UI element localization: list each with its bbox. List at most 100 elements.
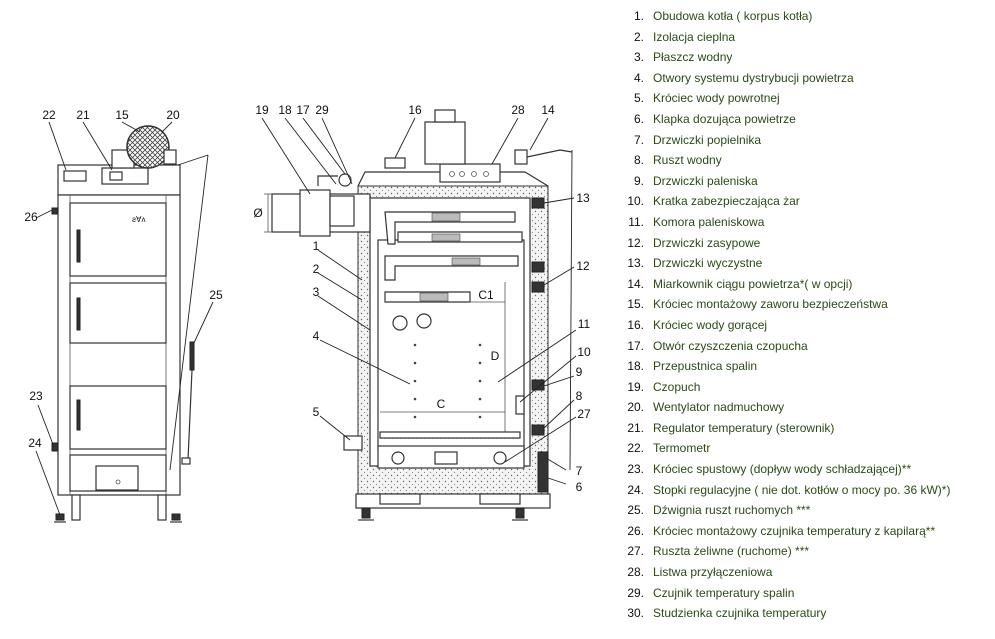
legend-text: Izolacja cieplna — [653, 29, 736, 44]
legend-number: 16. — [627, 317, 644, 332]
legend-item: 27. Ruszta żeliwne (ruchome) *** — [612, 541, 992, 562]
legend-number: 29. — [627, 585, 644, 600]
legend-item: 14. Miarkownik ciągu powietrza*( w opcji) — [612, 274, 992, 295]
legend-text: Ruszt wodny — [653, 153, 722, 168]
callout-14: 14 — [541, 103, 555, 117]
callout-16: 16 — [408, 103, 422, 117]
legend-number: 14. — [627, 276, 644, 291]
callout-25: 25 — [209, 288, 223, 302]
legend-number: 22. — [627, 441, 644, 456]
legend-text: Króciec wody gorącej — [653, 317, 768, 332]
legend-item: 12.Drzwiczki zasypowe — [612, 233, 992, 254]
legend-number: 5. — [633, 91, 644, 106]
callout-2: 2 — [313, 262, 320, 276]
terminal-strip — [439, 163, 501, 183]
callout-24: 24 — [28, 436, 42, 450]
legend-item: 18.Przepustnica spalin — [612, 356, 992, 377]
legend-number: 15. — [627, 297, 644, 312]
legend-text: Studzienka czujnika temperatury — [653, 606, 827, 621]
legend-text: Drzwiczki paleniska — [653, 173, 758, 188]
legend-text: Stopki regulacyjne ( nie dot. kotłów o m… — [653, 482, 951, 497]
legend-text: Dźwignia ruszt ruchomych *** — [653, 503, 811, 518]
legend-item: 13. Drzwiczki wyczystne — [612, 253, 992, 274]
legend-number: 1. — [633, 9, 644, 23]
legend-item: 30.Studzienka czujnika temperatury — [612, 603, 992, 624]
callout-11: 11 — [578, 317, 591, 331]
parts-legend: 1.Obudowa kotła ( korpus kotła) 2. Izolacj… — [612, 6, 992, 624]
legend-text: Króciec montażowy czujnika temperatury z… — [653, 523, 936, 538]
legend-item: 10. Kratka zabezpieczająca żar — [612, 191, 992, 212]
callout-28: 28 — [511, 103, 525, 117]
legend-number: 19. — [627, 379, 644, 394]
legend-item: 1.Obudowa kotła ( korpus kotła) — [612, 6, 992, 27]
callout-26: 26 — [24, 210, 38, 224]
legend-text: Drzwiczki zasypowe — [653, 235, 761, 250]
legend-text: Drzwiczki wyczystne — [653, 256, 763, 271]
legend-text: Klapka dozująca powietrze — [653, 111, 796, 126]
legend-item: 24.Stopki regulacyjne ( nie dot. kotłów … — [612, 480, 992, 501]
legend-number: 10. — [627, 194, 644, 209]
legend-item: 6.Klapka dozująca powietrze — [612, 109, 992, 130]
legend-item: 17. Otwór czyszczenia czopucha — [612, 336, 992, 357]
legend-number: 9. — [633, 173, 644, 188]
section-view: Ø C1 D C — [253, 103, 591, 521]
legend-text: Króciec wody powrotnej — [653, 91, 780, 106]
callout-4: 4 — [313, 329, 320, 343]
door-cleaning — [69, 202, 167, 277]
legend-item: 19. Czopuch — [612, 377, 992, 398]
legend-number: 2. — [633, 29, 644, 44]
legend-text: Otwór czyszczenia czopucha — [653, 338, 808, 353]
legend-number: 25. — [627, 503, 644, 518]
door-firebox — [69, 385, 167, 450]
legend-item: 5. Króciec wody powrotnej — [612, 88, 992, 109]
callout-18: 18 — [278, 103, 292, 117]
legend-item: 4.Otwory systemu dystrybucji powietrza — [612, 68, 992, 89]
legend-text: Króciec spustowy (dopływ wody schładzają… — [653, 462, 912, 477]
callout-8: 8 — [576, 389, 583, 403]
legend-text: Przepustnica spalin — [653, 359, 758, 374]
boiler-diagram: ƨ∀ʌ 22 21 15 20 26 25 23 24 — [24, 103, 591, 523]
legend-number: 21. — [627, 420, 644, 435]
callout-5: 5 — [313, 405, 320, 419]
callout-10: 10 — [577, 345, 591, 359]
legend-item: 15. Króciec montażowy zaworu bezpieczeńst… — [612, 294, 992, 315]
legend-number: 3. — [633, 50, 644, 65]
legend-number: 27. — [627, 544, 644, 559]
legend-text: Regulator temperatury (sterownik) — [653, 420, 835, 435]
legend-number: 17. — [627, 338, 644, 353]
legend-text: Ruszta żeliwne (ruchome) *** — [653, 544, 810, 559]
legend-text: Czujnik temperatury spalin — [653, 585, 795, 600]
legend-text: Króciec montażowy zaworu bezpieczeństwa — [653, 297, 888, 312]
fan — [111, 125, 177, 169]
legend-item: 26. Króciec montażowy czujnika temperatur… — [612, 521, 992, 542]
legend-number: 23. — [627, 462, 644, 477]
callout-17: 17 — [296, 103, 310, 117]
callout-9: 9 — [576, 365, 583, 379]
svg-text:ƨ∀ʌ: ƨ∀ʌ — [132, 215, 145, 224]
legend-text: Miarkownik ciągu powietrza*( w opcji) — [653, 276, 853, 291]
legend-text: Kratka zabezpieczająca żar — [653, 194, 800, 209]
legend-item: 22. Termometr — [612, 438, 992, 459]
legend-number: 28. — [627, 565, 644, 580]
legend-text: Płaszcz wodny — [653, 50, 733, 65]
legend-text: Drzwiczki popielnika — [653, 132, 762, 147]
legend-text: Termometr — [653, 441, 711, 456]
callout-23: 23 — [29, 389, 43, 403]
legend-number: 13. — [627, 256, 644, 271]
legend-number: 7. — [633, 132, 644, 147]
legend-item: 28.Listwa przyłączeniowa — [612, 562, 992, 583]
legend-text: Otwory systemu dystrybucji powietrza — [653, 70, 854, 85]
legend-item: 3. Płaszcz wodny — [612, 47, 992, 68]
callout-20: 20 — [166, 108, 180, 122]
dim-c: C — [437, 397, 446, 411]
callout-1: 1 — [313, 239, 320, 253]
legend-item: 2. Izolacja cieplna — [612, 27, 992, 48]
dim-c1: C1 — [478, 288, 494, 302]
dim-phi: Ø — [253, 206, 262, 220]
front-view: ƨ∀ʌ 22 21 15 20 26 25 23 24 — [24, 108, 223, 523]
callout-12: 12 — [576, 259, 590, 273]
legend-number: 26. — [627, 523, 644, 538]
legend-text: Czopuch — [653, 379, 701, 394]
callout-21: 21 — [76, 108, 90, 122]
legend-number: 11. — [628, 214, 644, 229]
